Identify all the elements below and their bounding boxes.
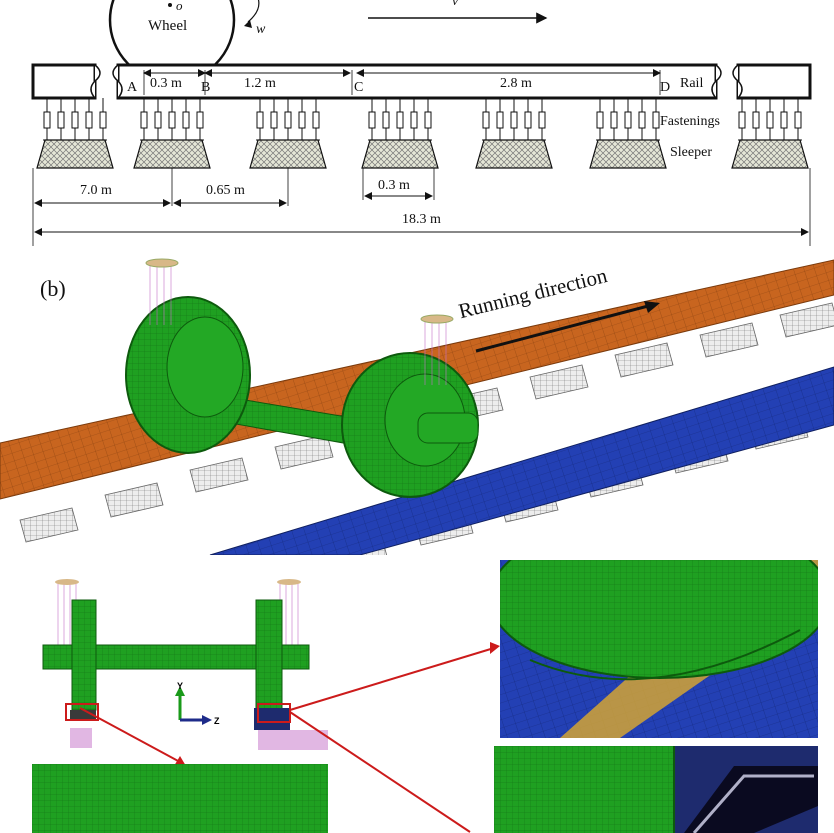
contact-zoom-left bbox=[32, 764, 328, 833]
point-c-label: C bbox=[354, 80, 364, 95]
sleeper-1 bbox=[36, 98, 114, 169]
point-b-label: B bbox=[201, 80, 211, 95]
axis-z-label: Z bbox=[214, 716, 220, 726]
rail-label: Rail bbox=[680, 76, 704, 91]
sleeper-6 bbox=[589, 98, 667, 169]
sleeper-4 bbox=[361, 98, 439, 169]
wheel-center-label: o bbox=[176, 0, 183, 13]
sleeper-label: Sleeper bbox=[670, 145, 712, 160]
sleeper-block-10 bbox=[779, 302, 834, 338]
omega-arc bbox=[247, 0, 260, 23]
contact-box-left bbox=[65, 703, 99, 721]
wheel-label: Wheel bbox=[148, 18, 188, 34]
sleeper-7 bbox=[731, 98, 809, 169]
sleeper-group bbox=[36, 98, 809, 169]
span-ab-label: 0.3 m bbox=[150, 76, 182, 91]
sleeper-block-1 bbox=[19, 507, 79, 543]
panel-b-label: (b) bbox=[40, 276, 66, 301]
running-direction-arrow bbox=[475, 303, 653, 353]
pointer-lines bbox=[79, 642, 500, 833]
track-schematic bbox=[31, 0, 812, 246]
rail-right bbox=[736, 63, 812, 100]
sleeper-2 bbox=[133, 98, 211, 169]
wheel-center-dot bbox=[168, 3, 172, 7]
span-bc-label: 1.2 m bbox=[244, 76, 276, 91]
wheelset-3d-model bbox=[0, 255, 834, 555]
dim-sleeper-width-label: 0.3 m bbox=[378, 178, 410, 193]
rail-left bbox=[31, 63, 97, 100]
sleeper-5 bbox=[475, 98, 553, 169]
rail-blue bbox=[209, 366, 834, 555]
sleeper-3 bbox=[249, 98, 327, 169]
point-d-label: D bbox=[660, 80, 671, 95]
sleeper-block-8 bbox=[614, 342, 674, 378]
dim-spacing-label: 0.65 m bbox=[206, 183, 245, 198]
fastenings-label: Fastenings bbox=[660, 114, 720, 129]
wheelset bbox=[125, 258, 479, 498]
span-cd-label: 2.8 m bbox=[500, 76, 532, 91]
contact-zoom-right bbox=[494, 746, 818, 833]
sleeper-block-2 bbox=[104, 482, 164, 518]
omega-label: w bbox=[256, 22, 266, 37]
sleeper-block-3 bbox=[189, 457, 249, 493]
velocity-label: v bbox=[452, 0, 459, 9]
sleeper-block-7 bbox=[529, 364, 589, 400]
point-a-label: A bbox=[127, 80, 138, 95]
dim-left-label: 7.0 m bbox=[80, 183, 112, 198]
sleeper-block-4 bbox=[274, 434, 334, 470]
sleeper-block-9 bbox=[699, 322, 759, 358]
axis-y-label: Y bbox=[177, 681, 184, 691]
contact-zoom-top bbox=[500, 560, 818, 738]
wheelset-front-view bbox=[30, 570, 360, 770]
dim-total-label: 18.3 m bbox=[402, 212, 441, 227]
